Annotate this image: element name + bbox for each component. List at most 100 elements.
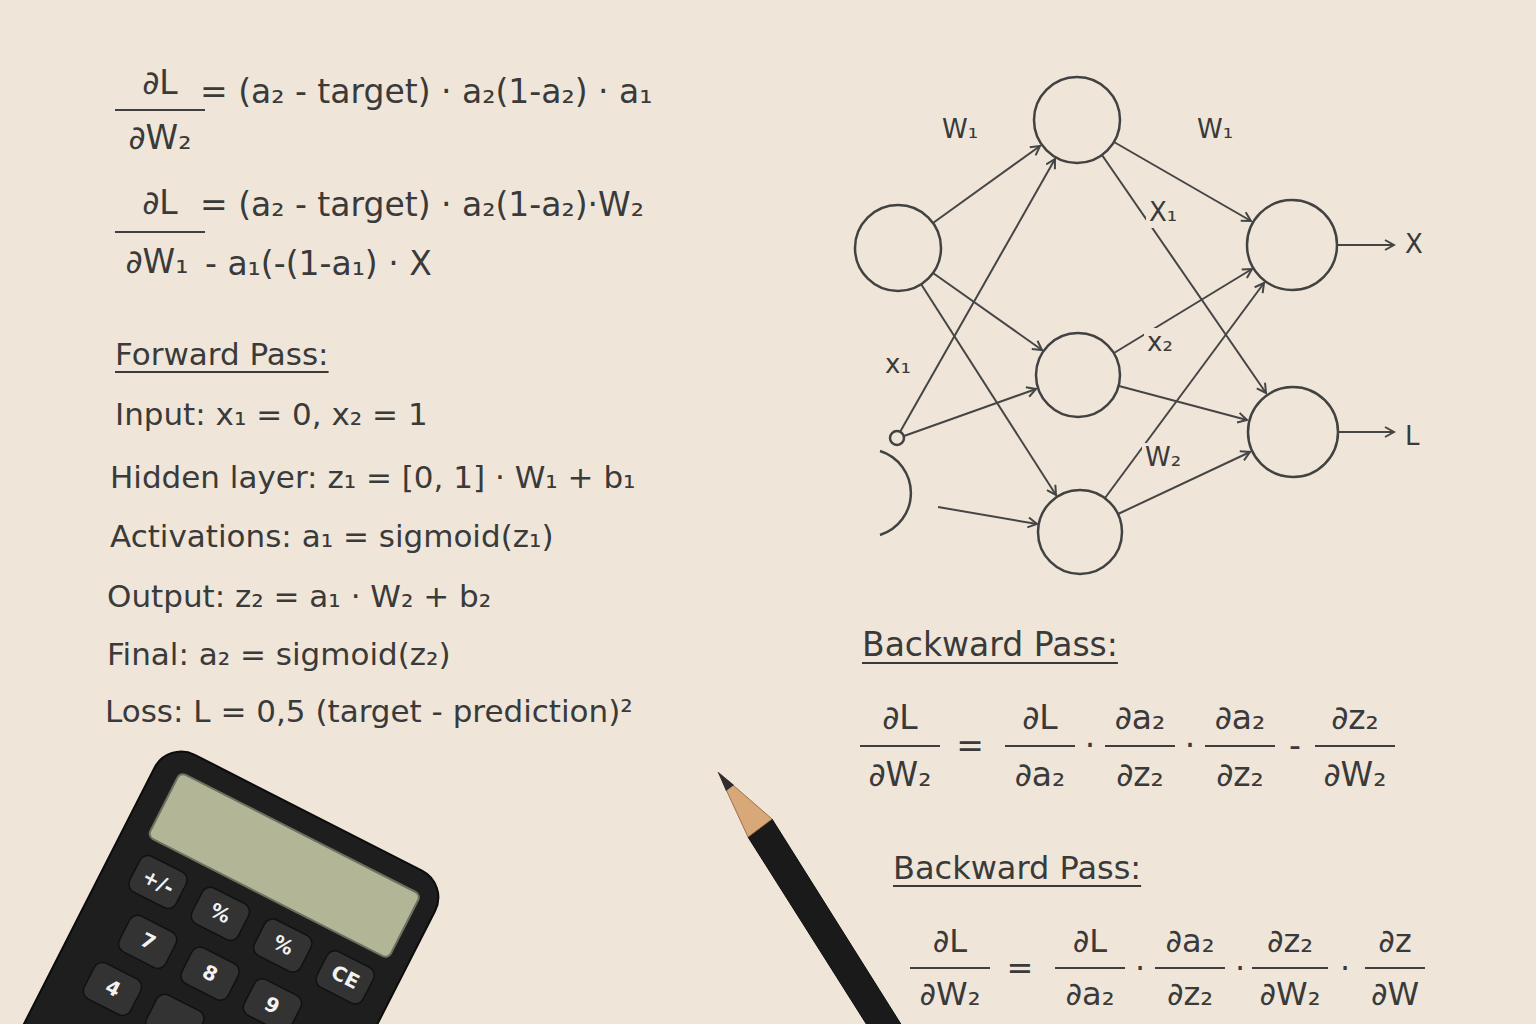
fraction-bar bbox=[1315, 745, 1395, 747]
weight-arrow bbox=[1105, 283, 1264, 498]
weight-arrow bbox=[904, 389, 1036, 436]
weight-arrow bbox=[1114, 142, 1251, 221]
weight-arrow bbox=[938, 507, 1037, 524]
calculator-key bbox=[188, 884, 252, 943]
section-heading: Forward Pass: bbox=[115, 337, 329, 373]
network-wires bbox=[900, 142, 1394, 524]
calculator-key bbox=[126, 852, 190, 911]
fraction-term: ∂a₂ bbox=[1015, 756, 1066, 794]
fraction-term: ∂L bbox=[1073, 923, 1107, 960]
neuron-arc bbox=[880, 451, 911, 535]
fraction-term: ∂z₂ bbox=[1331, 699, 1379, 737]
fraction-bar bbox=[115, 109, 205, 111]
equation-text: Output: z₂ = a₁ · W₂ + b₂ bbox=[107, 579, 491, 615]
operator-sign: · bbox=[1185, 727, 1196, 765]
calculator-key bbox=[240, 976, 304, 1024]
neuron-circle bbox=[1036, 333, 1120, 417]
fraction-bar bbox=[1005, 745, 1075, 747]
network-label: W₂ bbox=[1142, 443, 1184, 473]
fraction-term: ∂z₂ bbox=[1167, 976, 1213, 1013]
operator-sign: · bbox=[1135, 950, 1145, 987]
calculator bbox=[0, 741, 449, 1024]
fraction-term: ∂L bbox=[882, 699, 917, 737]
operator-sign: · bbox=[1085, 727, 1096, 765]
fraction-term: ∂W₂ bbox=[919, 976, 980, 1013]
fraction-term: ∂W bbox=[1371, 976, 1419, 1013]
neuron-circle bbox=[1247, 200, 1337, 290]
fraction-bar bbox=[1055, 967, 1125, 969]
pencil-lead bbox=[718, 772, 734, 791]
network-label: W₁ bbox=[939, 115, 981, 145]
neuron-circle bbox=[855, 205, 941, 291]
fraction-bar bbox=[115, 231, 205, 233]
section-heading: Backward Pass: bbox=[893, 850, 1141, 887]
calculator-key bbox=[250, 916, 314, 975]
fraction-term: ∂a₂ bbox=[1215, 699, 1266, 737]
fraction-term: ∂L bbox=[1022, 699, 1057, 737]
calculator-key bbox=[313, 948, 377, 1007]
neuron-circle bbox=[890, 431, 904, 445]
operator-sign: - bbox=[1289, 727, 1301, 765]
fraction-term: ∂W₂ bbox=[129, 119, 192, 157]
calculator-key bbox=[115, 912, 179, 971]
fraction-term: ∂L bbox=[933, 923, 967, 960]
fraction-term: ∂a₂ bbox=[1066, 976, 1115, 1013]
fraction-term: ∂a₂ bbox=[1115, 699, 1166, 737]
calculator-key bbox=[205, 1023, 269, 1024]
calculator-keys bbox=[73, 852, 377, 1024]
operator-sign: · bbox=[1235, 950, 1245, 987]
calculator-key bbox=[80, 959, 144, 1018]
equation-text: Input: x₁ = 0, x₂ = 1 bbox=[115, 397, 428, 433]
operator-sign: = bbox=[1007, 950, 1034, 987]
equation-text: = (a₂ - target) · a₂(1-a₂) · a₁ bbox=[200, 73, 653, 111]
fraction-term: ∂z₂ bbox=[1216, 756, 1264, 794]
network-label: L bbox=[1402, 422, 1423, 452]
fraction-bar bbox=[860, 745, 940, 747]
fraction-bar bbox=[910, 967, 990, 969]
equation-text: - a₁(-(1-a₁) · X bbox=[205, 245, 432, 283]
fraction-term: ∂z₂ bbox=[1267, 923, 1313, 960]
fraction-term: ∂a₂ bbox=[1166, 923, 1215, 960]
fraction-bar bbox=[1205, 745, 1275, 747]
calculator-key bbox=[143, 991, 207, 1024]
fraction-bar bbox=[1365, 967, 1425, 969]
fraction-term: ∂z₂ bbox=[1116, 756, 1164, 794]
pencil bbox=[718, 772, 953, 1024]
equation-text: = (a₂ - target) · a₂(1-a₂)·W₂ bbox=[200, 186, 644, 224]
fraction-term: ∂W₁ bbox=[126, 243, 189, 281]
calculator-key bbox=[178, 944, 242, 1003]
weight-arrow bbox=[1102, 155, 1266, 393]
neuron-circle bbox=[1038, 490, 1122, 574]
weight-arrow bbox=[1114, 269, 1252, 353]
equation-text: Hidden layer: z₁ = [0, 1] · W₁ + b₁ bbox=[110, 460, 636, 496]
operator-sign: · bbox=[1340, 950, 1350, 987]
weight-arrow bbox=[933, 273, 1042, 350]
pencil-wood bbox=[718, 772, 772, 837]
fraction-bar bbox=[1155, 967, 1225, 969]
fraction-term: ∂L bbox=[142, 184, 177, 222]
neuron-circle bbox=[1034, 77, 1120, 163]
equation-text: Loss: L = 0,5 (target - prediction)² bbox=[105, 694, 633, 730]
network-label: W₁ bbox=[1194, 115, 1236, 145]
weight-arrow bbox=[933, 146, 1040, 223]
calculator-body bbox=[0, 741, 449, 1024]
network-label: X bbox=[1402, 230, 1426, 260]
equation-text: Activations: a₁ = sigmoid(z₁) bbox=[110, 519, 554, 555]
network-label: x₂ bbox=[1144, 328, 1176, 358]
fraction-bar bbox=[1252, 967, 1328, 969]
section-heading: Backward Pass: bbox=[862, 626, 1118, 664]
network-sketch bbox=[855, 77, 1338, 574]
fraction-bar bbox=[1105, 745, 1175, 747]
output-arrow bbox=[1337, 244, 1394, 246]
equation-text: Final: a₂ = sigmoid(z₂) bbox=[107, 637, 451, 673]
output-arrow bbox=[1338, 431, 1394, 433]
network-label: x₁ bbox=[882, 350, 914, 380]
fraction-term: ∂z bbox=[1378, 923, 1411, 960]
fraction-term: ∂W₂ bbox=[1324, 756, 1387, 794]
network-label: X₁ bbox=[1146, 198, 1180, 228]
neuron-circle bbox=[1248, 387, 1338, 477]
fraction-term: ∂W₂ bbox=[869, 756, 932, 794]
operator-sign: = bbox=[956, 727, 984, 765]
